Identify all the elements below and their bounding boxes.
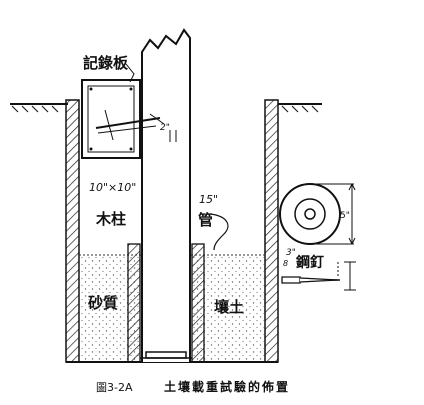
wooden-post xyxy=(141,28,191,362)
nail-fraction-label: 8 xyxy=(283,259,289,268)
record-board xyxy=(81,79,165,159)
pipe-wall-right xyxy=(191,243,205,363)
figure-number: 圖3-2A xyxy=(96,381,133,394)
ground-surface-right xyxy=(278,103,322,113)
wooden-post-label: 木柱 xyxy=(96,210,127,228)
dimension-2in-label: 2" xyxy=(160,123,170,133)
sand-label: 砂質 xyxy=(88,294,119,312)
nail-size-label: 3" xyxy=(286,248,296,258)
figure-caption: 土壤載重試驗的佈置 xyxy=(164,380,291,394)
pipe-size-label: 15" xyxy=(199,193,219,206)
post-size-label: 10"×10" xyxy=(89,181,137,194)
ground-surface-left xyxy=(10,103,68,113)
pipe-label: 管 xyxy=(198,211,214,229)
nail-end-view: 5" xyxy=(279,183,356,245)
pipe-wall-left xyxy=(127,243,141,363)
pit-wall-left xyxy=(65,99,80,363)
loam-label: 壤土 xyxy=(214,298,245,316)
bearing-plate xyxy=(145,351,187,359)
steel-nail-label: 鋼釘 xyxy=(296,255,324,271)
record-board-label: 記錄板 xyxy=(83,54,129,72)
svg-text:5": 5" xyxy=(340,211,350,221)
pit-wall-right xyxy=(264,99,279,363)
nail-side-view xyxy=(281,261,356,291)
